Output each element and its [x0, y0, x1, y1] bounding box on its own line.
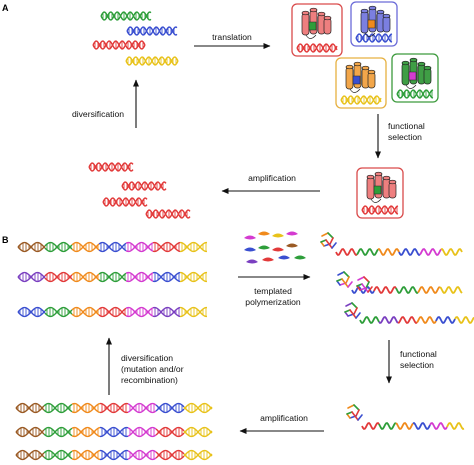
dna-double-helix-icon: [15, 426, 213, 438]
dna-double-helix-icon: [121, 181, 167, 191]
dna-double-helix-icon: [361, 205, 399, 215]
b-diversification-label-line1: diversification: [121, 353, 173, 363]
polymer-strand-icon: [359, 316, 474, 324]
dna-double-helix-icon: [126, 26, 178, 36]
dna-double-helix-icon: [17, 271, 207, 283]
dna-double-helix-icon: [355, 33, 393, 43]
monomer-icon: [244, 247, 256, 252]
monomer-icon: [272, 247, 284, 252]
building-block-monomers: [244, 231, 306, 264]
polymer-strand-icon: [335, 248, 463, 256]
dna-double-helix-icon: [102, 197, 148, 207]
panel-a-label: A: [2, 3, 9, 13]
folded-protein-icon: [356, 167, 404, 219]
dna-double-helix-icon: [17, 306, 207, 318]
monomer-icon: [244, 235, 256, 240]
folded-protein-icon: [350, 1, 398, 47]
dna-double-helix-icon: [88, 162, 134, 172]
b-diversification-label-line2: (mutation and/or: [121, 364, 184, 374]
selected-polymer: [346, 404, 465, 430]
monomer-icon: [272, 233, 284, 238]
amplified-nucleic-acid-pool: [15, 402, 213, 461]
folded-protein-icon: [335, 57, 387, 109]
dna-double-helix-icon: [92, 40, 146, 50]
nucleic-acid-library: [17, 241, 207, 318]
selected-protein: [356, 167, 404, 219]
polymer-strand-icon: [351, 286, 463, 294]
dna-amplified-pool: [88, 162, 191, 219]
folded-polymer-icon: [344, 302, 361, 319]
polymer-strand-icon: [361, 422, 465, 430]
monomer-icon: [294, 255, 306, 260]
dna-double-helix-icon: [145, 209, 191, 219]
monomer-icon: [278, 255, 290, 260]
templated-polymerization-label-line2: polymerization: [245, 297, 301, 307]
monomer-icon: [286, 243, 298, 248]
functional-selection-label-line2: selection: [388, 132, 422, 142]
templated-polymerization-label-line1: templated: [254, 286, 292, 296]
folded-protein-icon: [291, 3, 343, 57]
monomer-icon: [262, 257, 274, 262]
monomer-icon: [258, 231, 270, 236]
folded-polymer-icon: [346, 404, 363, 421]
dna-double-helix-icon: [100, 11, 152, 21]
dna-library-top: [92, 11, 179, 66]
b-functional-selection-label-line1: functional: [400, 349, 437, 359]
dna-double-helix-icon: [396, 89, 434, 99]
folded-protein-icon: [391, 53, 439, 103]
dna-double-helix-icon: [15, 449, 213, 461]
folded-polymer-icon: [320, 232, 337, 249]
b-functional-selection-label-line2: selection: [400, 360, 434, 370]
b-amplification-label: amplification: [260, 413, 308, 423]
folded-polymer-icon: [336, 271, 353, 288]
translated-protein-library: [291, 1, 439, 109]
translation-label: translation: [212, 32, 252, 42]
b-diversification-label-line3: recombination): [121, 375, 178, 385]
dna-double-helix-icon: [17, 241, 207, 253]
folded-polymer-icon: [356, 276, 373, 293]
panel-b-label: B: [2, 235, 9, 245]
polymer-strand-icon: [320, 232, 474, 324]
dna-double-helix-icon: [296, 43, 338, 53]
dna-double-helix-icon: [340, 95, 382, 105]
monomer-icon: [246, 259, 258, 264]
monomer-icon: [286, 231, 298, 236]
amplification-label: amplification: [248, 173, 296, 183]
functional-selection-label-line1: functional: [388, 121, 425, 131]
dna-double-helix-icon: [15, 402, 213, 414]
dna-double-helix-icon: [125, 56, 179, 66]
monomer-icon: [258, 245, 270, 250]
diversification-label: diversification: [72, 109, 124, 119]
